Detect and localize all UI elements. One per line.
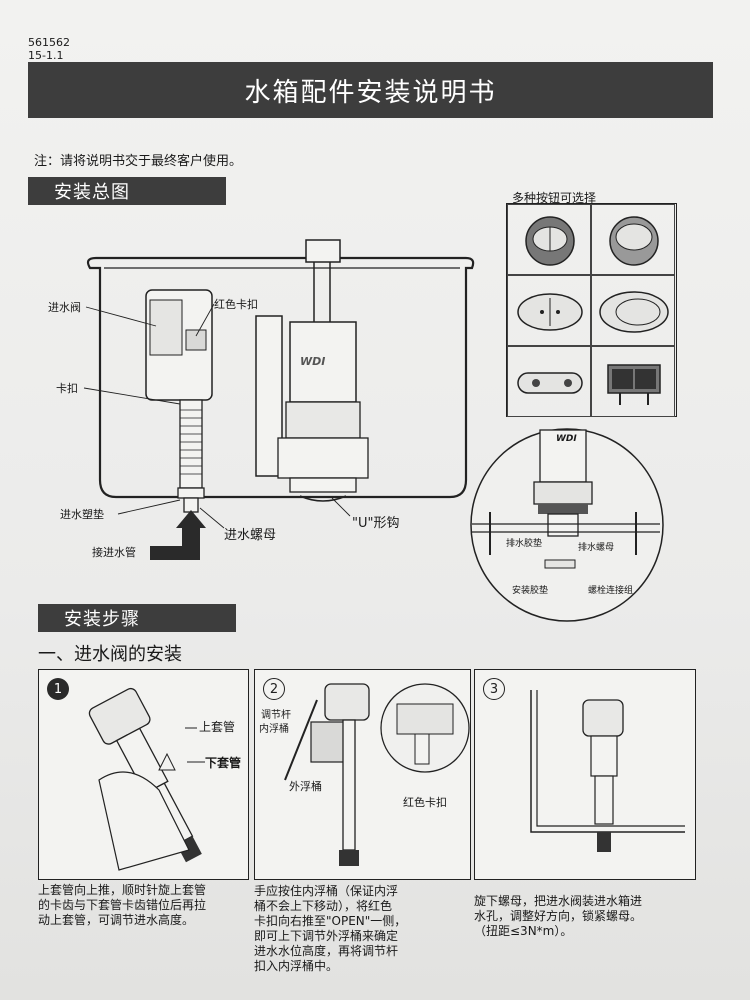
product-code-number: 561562 [28,36,70,49]
label-red-clip-step2: 红色卡扣 [403,796,447,809]
step-1-description: 上套管向上推，顺时针旋上套管 的卡齿与下套管卡齿错位后再拉 动上套管，可调节进水… [38,883,250,928]
button-option-oval-flat [591,275,675,346]
step-1-illustration [88,687,205,871]
overview-heading: 安装总图 [54,182,130,203]
step-3-number: 3 [483,678,505,700]
label-adjust-rod: 调节杆 [261,710,291,721]
label-upper-sleeve: 上套管 [199,720,236,734]
step-1-number: 1 [47,678,69,700]
step-3-description: 旋下螺母，把进水阀装进水箱进 水孔，调整好方向，锁紧螺母。 （扭距≤3N*m）。 [474,894,696,939]
label-drain-gasket: 排水胶垫 [506,539,543,549]
step-subheading: 一、进水阀的安装 [38,644,182,665]
step-2-panel: 2 调节杆 内浮桶 外浮桶 红色卡扣 [254,669,471,880]
button-option-rect-dual [591,346,675,417]
button-option-round-dual [507,204,591,275]
step-3-desc-line-2: 水孔，调整好方向，锁紧螺母。 [474,909,643,923]
label-outer-float: 外浮桶 [289,780,322,793]
label-u-hook: "U"形钩 [352,516,400,531]
product-code-version: 15-1.1 [28,49,64,62]
step-3-illustration [530,690,685,852]
step-1-desc-line-2: 的卡齿与下套管卡齿错位后再拉 [38,898,207,912]
button-option-round-single [591,204,675,275]
label-drain-nut: 排水螺母 [578,543,615,553]
label-clip: 卡扣 [56,382,78,395]
label-inlet-nut: 进水螺母 [224,528,277,543]
label-bolt-group: 螺栓连接组 [588,586,634,596]
label-inlet-valve: 进水阀 [48,301,81,314]
drain-brand: WDI [556,434,577,444]
document-title: 水箱配件安装说明书 [244,77,497,108]
step-2-desc-line-4: 即可上下调节外浮桶来确定 [254,929,399,943]
step-2-desc-line-2: 桶不会上下移动），将红色 [254,899,393,913]
product-code: 561562 15-1.1 [28,36,70,62]
step-2-illustration [284,683,470,866]
step-3-desc-line-1: 旋下螺母，把进水阀装进水箱进 [474,894,643,908]
label-inlet-gasket: 进水塑垫 [60,508,104,521]
button-option-oval-dots [507,275,591,346]
title-banner: 水箱配件安装说明书 [28,62,713,118]
label-inlet-pipe: 接进水管 [92,546,136,559]
step-2-number: 2 [263,678,285,700]
step-1-desc-line-1: 上套管向上推，顺时针旋上套管 [38,883,207,897]
step-2-desc-line-5: 进水水位高度，再将调节杆 [254,944,399,958]
label-brand: WDI [300,355,326,368]
label-inner-float: 内浮桶 [259,724,289,735]
steps-heading: 安装步骤 [64,609,140,630]
button-options-grid [506,203,677,417]
button-option-bar [507,346,591,417]
step-2-description: 手应按住内浮桶（保证内浮 桶不会上下移动），将红色 卡扣向右推至"OPEN"一侧… [254,884,470,974]
label-install-gasket: 安装胶垫 [512,586,549,596]
step-1-desc-line-3: 动上套管，可调节进水高度。 [38,913,195,927]
customer-note: 注：请将说明书交于最终客户使用。 [34,154,243,169]
step-1-panel: 1 上套管 下套管 [38,669,249,880]
step-3-desc-line-3: （扭距≤3N*m）。 [474,924,573,938]
buttons-title: 多种按钮可选择 [512,191,597,205]
step-2-desc-line-3: 卡扣向右推至"OPEN"一侧， [254,914,407,928]
step-3-panel: 3 [474,669,696,880]
step-2-desc-line-6: 扣入内浮桶中。 [254,959,339,973]
label-red-clip: 红色卡扣 [214,298,258,311]
label-lower-sleeve: 下套管 [205,756,242,770]
step-2-desc-line-1: 手应按住内浮桶（保证内浮 [254,884,399,898]
steps-heading-bar: 安装步骤 [38,604,236,632]
overview-heading-bar: 安装总图 [28,177,226,205]
